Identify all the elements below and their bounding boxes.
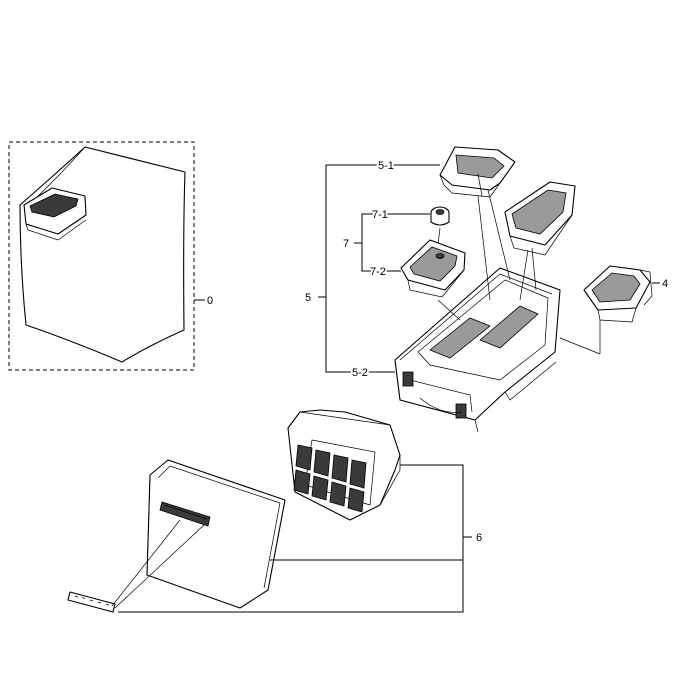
callout-6: 6	[476, 532, 482, 544]
housing-5-2	[394, 267, 561, 433]
bracket-7: 7 7-1 7-2	[343, 207, 430, 280]
callout-7: 7	[343, 238, 349, 250]
tray-5-1	[439, 146, 516, 198]
drawer-front-panel	[146, 459, 286, 609]
callout-5: 5	[305, 292, 311, 304]
callout-7-1: 7-1	[372, 209, 388, 221]
assembly-drawer	[23, 187, 87, 241]
callout-5-2: 5-2	[352, 367, 368, 379]
handle-recess	[159, 501, 211, 527]
drawer-frame	[287, 409, 401, 521]
tray-right-upper	[504, 181, 576, 256]
callout-0: 0	[207, 295, 213, 307]
tray-4: 4	[583, 265, 668, 323]
bracket-6: 6	[118, 464, 482, 613]
siphon-cap-7-1	[430, 206, 450, 246]
callout-5-1: 5-1	[378, 160, 394, 172]
callout-4: 4	[662, 278, 668, 290]
callout-7-2: 7-2	[370, 266, 386, 278]
drawer-frame-grid	[293, 444, 367, 513]
connector-lines	[437, 189, 601, 355]
handle-insert	[67, 519, 206, 613]
cup-7-2	[400, 239, 466, 298]
bracket-5: 5 5-1 5-2	[305, 158, 440, 381]
assembly-dashed-box	[8, 141, 195, 371]
assembly-cabinet	[19, 146, 186, 363]
assembly-group: 0	[8, 141, 213, 371]
